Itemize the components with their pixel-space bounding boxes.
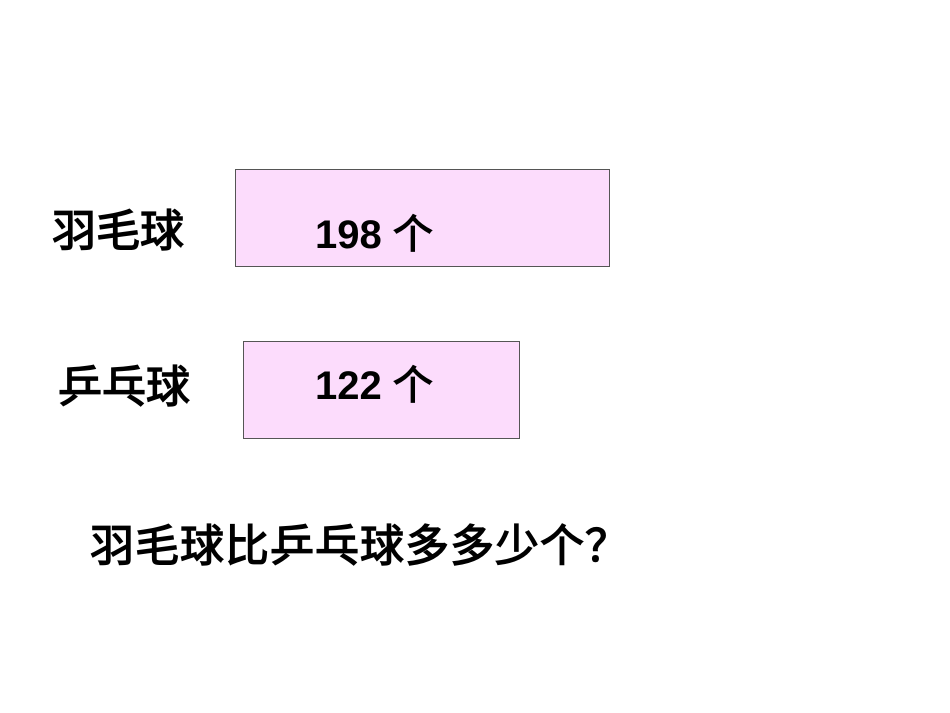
pingpong-label: 乒乓球	[58, 362, 190, 413]
badminton-value: 198 个	[315, 213, 433, 257]
pingpong-bar	[243, 341, 520, 439]
pingpong-value: 122 个	[315, 364, 433, 408]
badminton-bar	[235, 169, 610, 267]
badminton-label: 羽毛球	[52, 206, 184, 257]
question-text: 羽毛球比乒乓球多多少个？	[90, 521, 630, 572]
